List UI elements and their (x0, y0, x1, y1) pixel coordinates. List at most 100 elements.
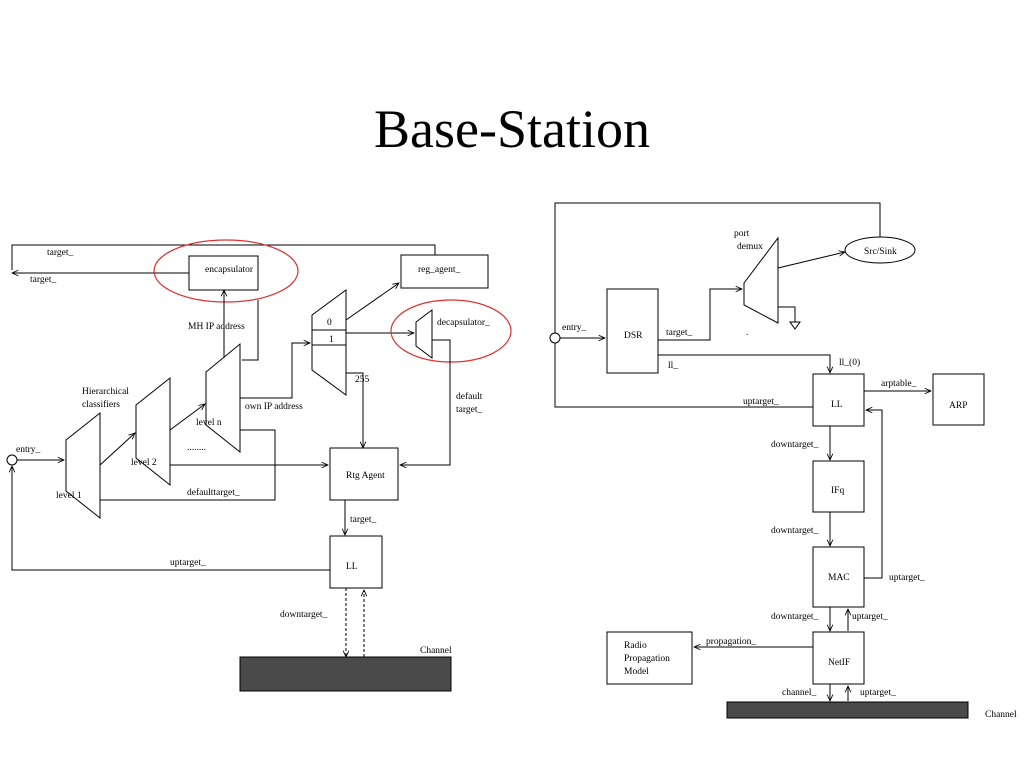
reg-agent-box (400, 254, 489, 289)
dsr-box (606, 288, 659, 374)
own-ip-line (240, 343, 310, 399)
ll-box-right (812, 373, 865, 427)
target-top-label: target_ (47, 248, 73, 258)
entry-circle (6, 454, 18, 466)
target-ll-label: target_ (350, 515, 376, 525)
entry-label-right: entry_ (562, 323, 587, 333)
reg-agent-label: reg_agent_ (418, 265, 460, 275)
uptarget-netif-label: uptarget_ (852, 612, 888, 622)
demux-255-label: 255 (355, 375, 370, 385)
level-n-label: level n (196, 418, 222, 428)
demux-ground-line (778, 306, 796, 322)
ll-underscore-label: ll_ (668, 361, 678, 371)
mac-uptarget-arrow (864, 410, 883, 579)
radio-label-1: Radio (624, 641, 647, 651)
uptarget-chan-label: uptarget_ (860, 688, 896, 698)
ifq-label: IFq (831, 486, 844, 496)
dots-label: ........ (187, 443, 206, 453)
slide-title: Base-Station (374, 99, 650, 159)
uptarget-ll-line (554, 343, 813, 408)
downtarget-2-label: downtarget_ (771, 526, 819, 536)
demux-zero-label: 0 (327, 318, 332, 328)
radio-label-3: Model (624, 667, 649, 677)
rtg-agent-box (329, 447, 399, 501)
ll-label-left: LL (346, 562, 358, 572)
decapsulator-label: decapsulator_ (437, 318, 490, 328)
defaulttarget-label: defaulttarget_ (187, 487, 240, 498)
uptarget-mac-label: uptarget_ (889, 573, 925, 583)
arp-box (932, 373, 985, 426)
right-outer-loop (554, 202, 881, 333)
arp-label: ARP (949, 401, 967, 411)
level-2-label: level 2 (131, 458, 157, 468)
channel-bar-left (239, 656, 452, 692)
demux-label: demux (737, 242, 763, 252)
channel-underscore-label: channel_ (782, 688, 817, 698)
dot-label: . (746, 328, 748, 338)
target-loop-line (11, 244, 436, 270)
src-sink-label: Src/Sink (864, 247, 897, 257)
demux-one-label: 1 (329, 335, 334, 345)
mac-box (812, 546, 865, 608)
decapsulator-shape (415, 309, 433, 359)
src-sink-ellipse (844, 236, 916, 264)
entry-label: entry_ (16, 445, 41, 455)
level2-to-leveln-arrow (169, 404, 205, 431)
port-demux-right (743, 236, 779, 324)
dsr-label: DSR (624, 331, 643, 341)
classifiers-label: classifiers (82, 399, 120, 410)
port-demux-shape (311, 289, 347, 396)
radio-label-2: Propagation (624, 654, 670, 664)
ifq-box (812, 460, 865, 513)
mac-label: MAC (828, 573, 850, 583)
target-second-label: target_ (30, 275, 56, 285)
default-label: default (456, 391, 483, 402)
ll-0-label: ll_(0) (839, 357, 860, 368)
decapsulator-highlight (390, 299, 512, 363)
downtarget-1-label: downtarget_ (771, 440, 819, 450)
ll-label-right: LL (831, 400, 843, 410)
downtarget-3-label: downtarget_ (771, 612, 819, 622)
uptarget-line-left (12, 466, 330, 571)
netif-box (812, 631, 865, 685)
dsr-target-arrow (658, 289, 742, 341)
dsr-ll-arrow (658, 354, 830, 373)
encapsulator-label: encapsulator (205, 265, 254, 275)
level-1-label: level 1 (56, 491, 82, 501)
mh-ip-line (242, 300, 259, 361)
level1-to-level2-arrow (99, 433, 135, 466)
propagation-label: propagation_ (706, 637, 756, 647)
hierarchical-label: Hierarchical (82, 387, 129, 397)
default-target-label: target_ (456, 405, 482, 415)
uptarget-label-left: uptarget_ (170, 558, 206, 568)
rtg-agent-arrow-255 (346, 372, 363, 448)
uptarget-ll-label: uptarget_ (743, 397, 779, 407)
dsr-target-label: target_ (666, 328, 692, 338)
channel-label-right: Channel (985, 710, 1017, 720)
radio-propagation-box (606, 631, 693, 685)
ground-icon (789, 321, 801, 330)
netif-label: NetIF (828, 658, 850, 668)
level-1-shape (65, 411, 101, 520)
channel-label-left: Channel (420, 646, 452, 656)
right-diagram: port demux Src/Sink entry_ DSR target_ .… (549, 202, 1017, 720)
level-n-shape (205, 342, 241, 454)
downtarget-label-left: downtarget_ (280, 610, 328, 620)
channel-bar-right (726, 701, 969, 719)
encapsulator-box (188, 255, 259, 291)
rtg-agent-label: Rtg Agent (346, 471, 385, 481)
ll-box-left (329, 535, 383, 589)
own-ip-address-label: own IP address (245, 402, 303, 412)
level1-default-line (100, 465, 276, 501)
port-label: port (734, 229, 750, 239)
entry-circle-right (549, 332, 561, 344)
demux-to-srcsink-arrow (777, 252, 845, 269)
left-diagram: target_ target_ encapsulator reg_agent_ … (6, 239, 512, 692)
arptable-label: arptable_ (881, 379, 917, 389)
level-2-shape (135, 376, 171, 487)
mh-ip-address-label: MH IP address (188, 322, 245, 332)
leveln-default-line (240, 429, 276, 465)
reg-agent-arrow (345, 283, 399, 321)
encapsulator-highlight (153, 239, 299, 303)
